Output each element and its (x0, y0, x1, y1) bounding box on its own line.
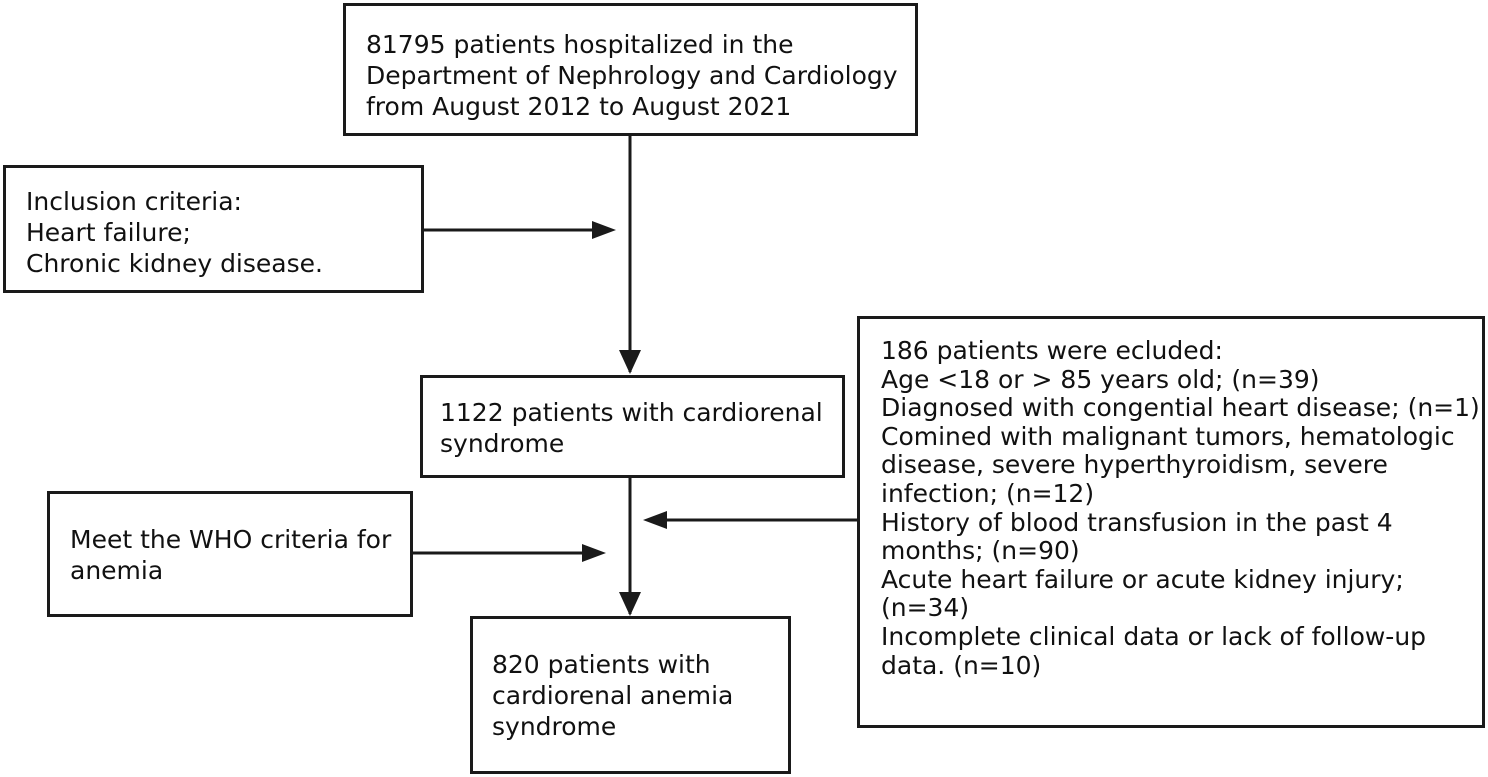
arrowhead-who (582, 544, 606, 562)
text-line: Inclusion criteria: (26, 187, 242, 216)
text-line: (n=34) (881, 593, 970, 623)
box-cardiorenal-anemia: 820 patients with cardiorenal anemia syn… (470, 616, 791, 774)
arrowhead-top-to-cardiorenal (619, 350, 641, 374)
box-cardiorenal-syndrome: 1122 patients with cardiorenal syndrome (420, 375, 845, 478)
text-line: 820 patients with (492, 650, 711, 679)
text-line: Incomplete clinical data or lack of foll… (881, 621, 1427, 651)
text-line: Meet the WHO criteria for (70, 525, 392, 554)
text-line: anemia (70, 556, 164, 585)
text-line: Diagnosed with congential heart disease;… (881, 393, 1480, 423)
text-line: infection; (n=12) (881, 478, 1095, 508)
text-line: History of blood transfusion in the past… (881, 507, 1393, 537)
box-inclusion-criteria: Inclusion criteria: Heart failure; Chron… (3, 165, 424, 293)
text-line: Comined with malignant tumors, hematolog… (881, 421, 1455, 451)
box-exclusion-criteria: 186 patients were ecluded: Age <18 or > … (857, 316, 1485, 728)
text-line: disease, severe hyperthyroidism, severe (881, 450, 1388, 480)
text-line: from August 2012 to August 2021 (366, 92, 792, 121)
text-line: 81795 patients hospitalized in the (366, 30, 794, 59)
text-line: syndrome (440, 429, 565, 458)
text-line: Department of Nephrology and Cardiology (366, 61, 898, 90)
text-line: syndrome (492, 712, 617, 741)
text-line: Acute heart failure or acute kidney inju… (881, 564, 1404, 594)
text-line: cardiorenal anemia (492, 681, 734, 710)
arrowhead-cardiorenal-to-final (619, 592, 641, 616)
box-who-criteria: Meet the WHO criteria for anemia (47, 491, 413, 617)
text-line: Heart failure; (26, 218, 191, 247)
text-line: 186 patients were ecluded: (881, 336, 1223, 365)
text-line: Age <18 or > 85 years old; (n=39) (881, 364, 1320, 394)
arrowhead-exclusion (643, 511, 667, 529)
text-line: 1122 patients with cardiorenal (440, 398, 823, 427)
text-line: months; (n=90) (881, 536, 1080, 566)
box-total-patients: 81795 patients hospitalized in the Depar… (343, 3, 918, 136)
arrowhead-inclusion (592, 221, 616, 239)
text-line: Chronic kidney disease. (26, 249, 323, 278)
text-line: data. (n=10) (881, 650, 1042, 680)
